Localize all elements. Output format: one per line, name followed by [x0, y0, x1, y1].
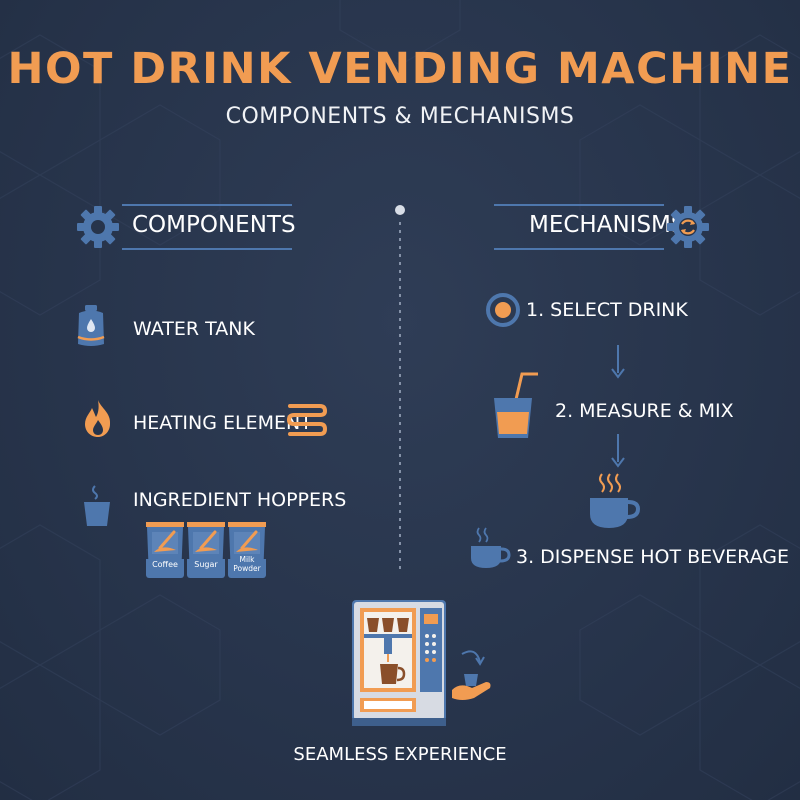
flame-icon [85, 400, 111, 437]
down-arrow-icon [611, 434, 625, 468]
vending-machine-icon [352, 600, 491, 726]
hopper-jar-icon [146, 522, 184, 562]
mechanisms-heading: MECHANISMS [529, 212, 686, 238]
mechanisms-rule-top [494, 204, 664, 206]
hopper-label-milk-powder: Milk Powder [233, 555, 261, 573]
mechanisms-rule-bottom [494, 248, 664, 250]
page-subtitle: COMPONENTS & MECHANISMS [225, 104, 575, 129]
mechanism-step-select: 1. SELECT DRINK [526, 299, 688, 321]
steaming-mug-small-icon [471, 527, 511, 568]
footer-caption: SEAMLESS EXPERIENCE [293, 744, 507, 765]
hopper-coffee: Coffee [146, 522, 184, 578]
component-water-tank: WATER TANK [133, 318, 255, 340]
component-ingredient-hoppers: INGREDIENT HOPPERS [133, 489, 347, 511]
gear-cycle-icon [667, 206, 709, 248]
components-rule-bottom [122, 248, 292, 250]
hopper-sugar: Sugar [187, 522, 225, 578]
hopper-milk-powder: Milk Powder [228, 522, 266, 578]
center-divider [395, 205, 405, 572]
heating-coil-icon [286, 404, 328, 436]
mechanism-step-dispense: 3. DISPENSE HOT BEVERAGE [516, 546, 789, 568]
cup-with-straw-icon [494, 372, 538, 438]
components-heading: COMPONENTS [132, 212, 296, 238]
cup-icon [84, 485, 110, 526]
select-button-icon [486, 293, 520, 327]
steaming-mug-icon [590, 473, 641, 528]
gear-icon [77, 206, 119, 248]
hopper-label-coffee: Coffee [152, 560, 178, 569]
mechanism-step-measure-mix: 2. MEASURE & MIX [555, 400, 734, 422]
water-tank-icon [77, 305, 105, 346]
page-title: HOT DRINK VENDING MACHINE [7, 44, 793, 94]
hopper-label-sugar: Sugar [194, 560, 218, 569]
components-rule-top [122, 204, 292, 206]
hopper-jar-icon [228, 522, 266, 562]
down-arrow-icon [611, 345, 625, 379]
component-heating-element: HEATING ELEMENT [133, 412, 312, 434]
hopper-jar-icon [187, 522, 225, 562]
